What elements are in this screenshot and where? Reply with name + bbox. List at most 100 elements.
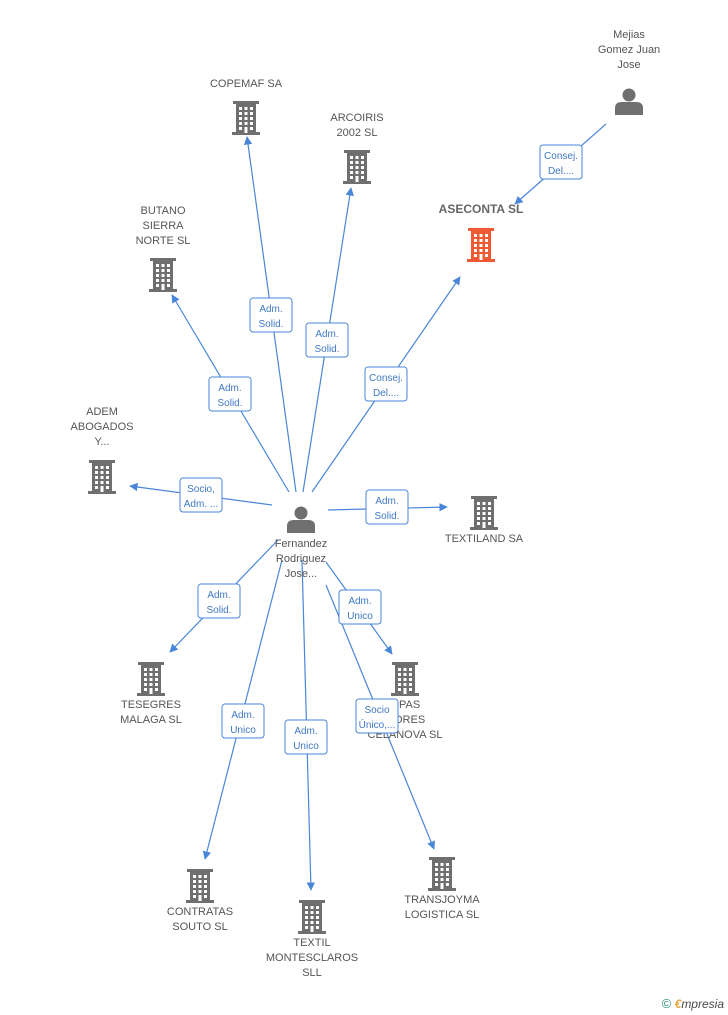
node-copemaf[interactable]: COPEMAF SA	[210, 78, 283, 135]
node-arcoiris[interactable]: ARCOIRIS 2002 SL	[330, 112, 384, 184]
edge-label-text: Adm.	[259, 304, 282, 315]
node-label: TESEGRES MALAGA SL	[120, 699, 182, 726]
edge-label-box	[221, 703, 265, 739]
edge-label-text: Solid.	[314, 344, 339, 355]
person-icon[interactable]	[615, 88, 643, 116]
node-label-line: Rodriguez	[276, 553, 326, 565]
node-label: ADEMABOGADOSY...	[71, 406, 134, 448]
node-textiland[interactable]: TEXTILAND SA	[445, 496, 524, 545]
edge-label-text: Adm.	[294, 726, 317, 737]
edge-label-text: Adm.	[218, 383, 241, 394]
edge-label-text: Socio,	[187, 484, 215, 495]
node-transjoyma[interactable]: TRANSJOYMA LOGISTICA SL	[404, 857, 480, 921]
building-icon[interactable]	[88, 460, 116, 494]
edge-label-celanova[interactable]: Adm. Unico	[338, 589, 382, 625]
building-icon[interactable]	[343, 150, 371, 184]
edge-label-box	[539, 144, 583, 180]
edge-label-text: Adm.	[348, 596, 371, 607]
edge-label-aseconta[interactable]: Consej. Del....	[539, 144, 583, 180]
node-label-line: MONTESCLAROS	[266, 952, 358, 964]
node-contratas[interactable]: CONTRATAS SOUTO SL	[167, 869, 233, 933]
edge-label-arcoiris[interactable]: Adm. Solid.	[305, 322, 349, 358]
node-label-line: ARCOIRIS	[330, 112, 383, 124]
edge-label-text: Adm.	[231, 710, 254, 721]
edge-label-box	[365, 489, 409, 525]
node-tesegres[interactable]: TESEGRES MALAGA SL	[120, 662, 182, 726]
edge-label-box	[305, 322, 349, 358]
node-label-line: Y...	[94, 436, 109, 448]
node-aseconta[interactable]: ASECONTA SL	[439, 202, 524, 262]
edge-label-box	[249, 297, 293, 333]
node-label: CONTRATAS SOUTO SL	[167, 906, 233, 933]
node-label-line: TRANSJOYMA	[404, 894, 480, 906]
edge-label-contratas[interactable]: Adm. Unico	[221, 703, 265, 739]
brand-name: mpresia	[681, 997, 724, 1011]
node-label: BUTANO SIERRA NORTE SL	[136, 205, 191, 247]
edge-label-text: Consej.	[544, 151, 578, 162]
edge-label-box	[364, 366, 408, 402]
edge-label-aseconta[interactable]: Consej. Del....	[364, 366, 408, 402]
edge-label-text: Socio	[364, 705, 389, 716]
edge-label-text: Del....	[373, 388, 399, 399]
node-label-line: Jose...	[285, 568, 317, 580]
edge-label-box	[208, 376, 252, 412]
edge-label-butano[interactable]: Adm. Solid.	[208, 376, 252, 412]
node-butano[interactable]: BUTANO SIERRA NORTE SL	[136, 205, 191, 292]
edge-label-text: Consej.	[369, 373, 403, 384]
node-adem[interactable]: ADEMABOGADOSY...	[71, 406, 134, 494]
building-icon[interactable]	[391, 662, 419, 696]
building-icon[interactable]	[137, 662, 165, 696]
edge-label-adem[interactable]: Socio, Adm. ...	[179, 477, 223, 513]
building-icon[interactable]	[470, 496, 498, 530]
node-label: TEXTILAND SA	[445, 533, 524, 545]
node-label-line: MALAGA SL	[120, 714, 182, 726]
node-label-line: BUTANO	[140, 205, 185, 217]
node-label-line: TEXTIL	[293, 937, 330, 949]
footer-brand[interactable]: © €mpresia	[662, 996, 724, 1011]
node-label-line: Mejias	[613, 29, 645, 41]
edge-label-text: Unico	[347, 611, 373, 622]
edge-label-text: Solid.	[374, 511, 399, 522]
building-icon[interactable]	[149, 258, 177, 292]
node-label: TRANSJOYMA LOGISTICA SL	[404, 894, 480, 921]
edge-label-copemaf[interactable]: Adm. Solid.	[249, 297, 293, 333]
node-label-line: 2002 SL	[337, 127, 378, 139]
node-label: COPEMAF SA	[210, 78, 283, 90]
edge-label-box	[197, 583, 241, 619]
building-icon[interactable]	[232, 101, 260, 135]
building-icon[interactable]	[428, 857, 456, 891]
edge-label-text: Adm.	[315, 329, 338, 340]
edge-label-text: Del....	[548, 166, 574, 177]
node-label-line: SOUTO SL	[172, 921, 227, 933]
node-label-line: Jose	[617, 59, 640, 71]
edge-label-transjoyma[interactable]: SocioÚnico,...	[355, 698, 399, 734]
edge-label-textilmont[interactable]: Adm.Unico	[284, 719, 328, 755]
node-label-line: CONTRATAS	[167, 906, 233, 918]
edge-label-text: Solid.	[217, 398, 242, 409]
building-icon[interactable]	[298, 900, 326, 934]
edge-label-text: Unico	[230, 725, 256, 736]
brand-logo-initial: €	[674, 997, 682, 1011]
node-label-line: NORTE SL	[136, 235, 191, 247]
edge-label-text: Adm.	[207, 590, 230, 601]
edge-label-text: Solid.	[258, 319, 283, 330]
edge-label-text: Solid.	[206, 605, 231, 616]
edge-label-box	[179, 477, 223, 513]
person-icon[interactable]	[287, 506, 315, 534]
node-label-line: SIERRA	[143, 220, 185, 232]
node-label-line: LOGISTICA SL	[405, 909, 480, 921]
building-icon[interactable]	[186, 869, 214, 903]
node-label-line: TESEGRES	[121, 699, 181, 711]
building-icon[interactable]	[467, 228, 495, 262]
node-label-line: COPEMAF SA	[210, 78, 283, 90]
edge-label-tesegres[interactable]: Adm. Solid.	[197, 583, 241, 619]
edge-label-box	[338, 589, 382, 625]
node-fernandez[interactable]: FernandezRodriguezJose...	[275, 506, 328, 581]
node-label-line: Fernandez	[275, 538, 328, 550]
edge-label-text: Adm. ...	[184, 499, 218, 510]
edge-label-textiland[interactable]: Adm.Solid.	[365, 489, 409, 525]
